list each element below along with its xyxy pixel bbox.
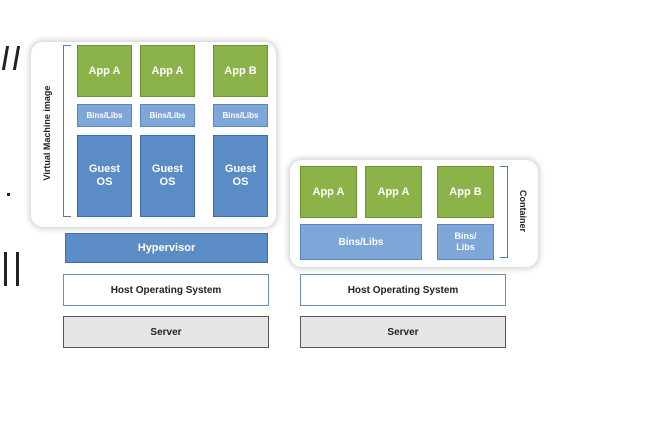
container-bins-single: Bins/ Libs [437, 224, 494, 260]
container-app-b: App B [437, 166, 494, 218]
vm-bins-3: Bins/Libs [213, 104, 268, 127]
vm-app-b: App B [213, 45, 268, 97]
container-host-os: Host Operating System [300, 274, 506, 306]
vm-app-a-2: App A [140, 45, 195, 97]
left-edge-fragment-bottom [4, 252, 19, 286]
vm-bins-1: Bins/Libs [77, 104, 132, 127]
container-bracket [500, 166, 508, 258]
container-server: Server [300, 316, 506, 348]
vm-bins-2: Bins/Libs [140, 104, 195, 127]
vm-guest-os-3: Guest OS [213, 135, 268, 217]
vm-image-bracket [63, 45, 71, 217]
container-bins-shared: Bins/Libs [300, 224, 422, 260]
vm-guest-os-2: Guest OS [140, 135, 195, 217]
vm-guest-os-1: Guest OS [77, 135, 132, 217]
container-label: Container [518, 189, 528, 232]
left-edge-fragment-dot [7, 193, 10, 196]
vm-image-label: Virtual Machine image [42, 85, 52, 181]
vm-app-a-1: App A [77, 45, 132, 97]
hypervisor: Hypervisor [65, 233, 268, 263]
vm-server: Server [63, 316, 269, 348]
container-app-a-2: App A [365, 166, 422, 218]
left-edge-fragment-top [1, 46, 21, 70]
container-app-a-1: App A [300, 166, 357, 218]
vm-host-os: Host Operating System [63, 274, 269, 306]
